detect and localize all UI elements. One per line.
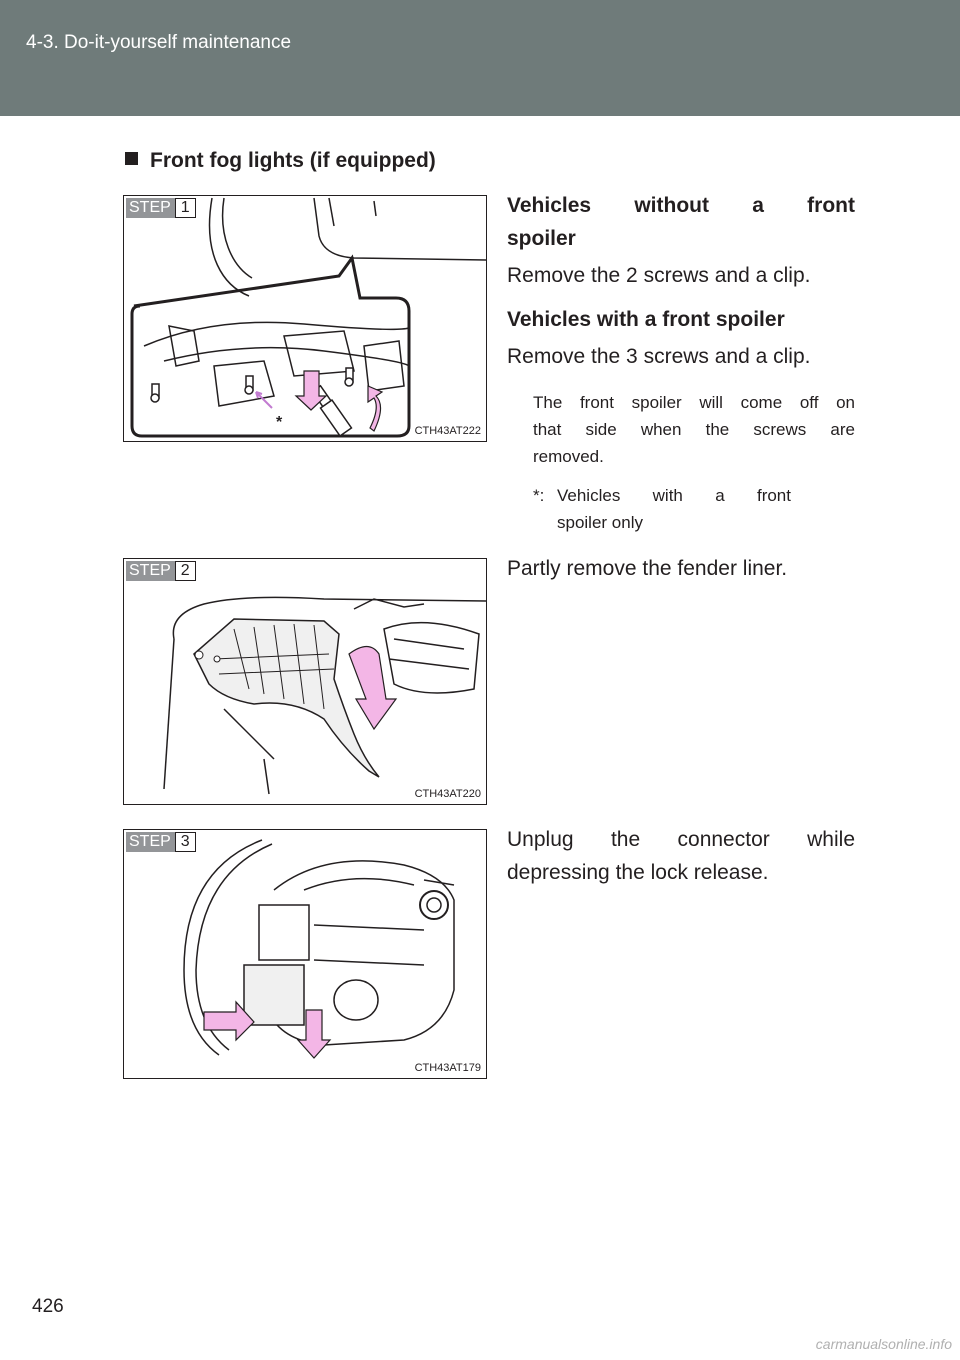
page-header: 4-3. Do-it-yourself maintenance bbox=[0, 0, 960, 116]
section-heading: Front fog lights (if equipped) bbox=[125, 149, 436, 173]
step3-line2: depressing the lock release. bbox=[507, 861, 769, 884]
footnote-line1: Vehicles with a front bbox=[557, 486, 791, 505]
with-spoiler-instruction: Remove the 3 screws and a clip. bbox=[507, 345, 811, 368]
step2-figure: STEP 2 CTH43AT220 bbox=[123, 558, 487, 805]
figure-code: CTH43AT179 bbox=[414, 1062, 481, 1074]
with-spoiler-heading: Vehicles with a front spoiler bbox=[507, 308, 785, 331]
heading-text: Front fog lights (if equipped) bbox=[150, 149, 436, 172]
footnote-mark: *: bbox=[533, 486, 545, 505]
step-label: STEP bbox=[126, 561, 175, 581]
without-spoiler-line1: Vehicles without a front bbox=[507, 194, 855, 217]
step-number: 1 bbox=[174, 198, 196, 218]
step1-illustration bbox=[130, 197, 486, 438]
step2-instruction: Partly remove the fender liner. bbox=[507, 557, 788, 580]
footer-watermark: carmanualsonline.info bbox=[815, 1336, 952, 1352]
page-number: 426 bbox=[32, 1296, 64, 1317]
footnote-line2: spoiler only bbox=[557, 513, 643, 532]
note-line1: The front spoiler will come off on bbox=[533, 393, 855, 412]
without-spoiler-line2: spoiler bbox=[507, 227, 576, 250]
figure-code: CTH43AT222 bbox=[414, 425, 481, 437]
step-number: 2 bbox=[174, 561, 196, 581]
step-number: 3 bbox=[174, 832, 196, 852]
figure-code: CTH43AT220 bbox=[414, 788, 481, 800]
step-label: STEP bbox=[126, 832, 175, 852]
step3-figure: STEP 3 CTH43AT179 bbox=[123, 829, 487, 1079]
step3-badge: STEP 3 bbox=[126, 832, 196, 852]
step2-illustration bbox=[163, 596, 486, 795]
step1-figure: * STEP 1 CTH43AT222 bbox=[123, 195, 487, 442]
step-label: STEP bbox=[126, 198, 175, 218]
note-line3: removed. bbox=[533, 447, 604, 466]
without-spoiler-instruction: Remove the 2 screws and a clip. bbox=[507, 264, 811, 287]
asterisk-mark: * bbox=[276, 414, 283, 431]
step1-badge: STEP 1 bbox=[126, 198, 196, 218]
bullet-square-icon bbox=[125, 152, 138, 165]
step3-illustration bbox=[183, 839, 455, 1059]
note-line2: that side when the screws are bbox=[533, 420, 855, 439]
step3-line1: Unplug the connector while bbox=[507, 828, 855, 851]
step2-badge: STEP 2 bbox=[126, 561, 196, 581]
section-title: 4-3. Do-it-yourself maintenance bbox=[26, 32, 292, 53]
